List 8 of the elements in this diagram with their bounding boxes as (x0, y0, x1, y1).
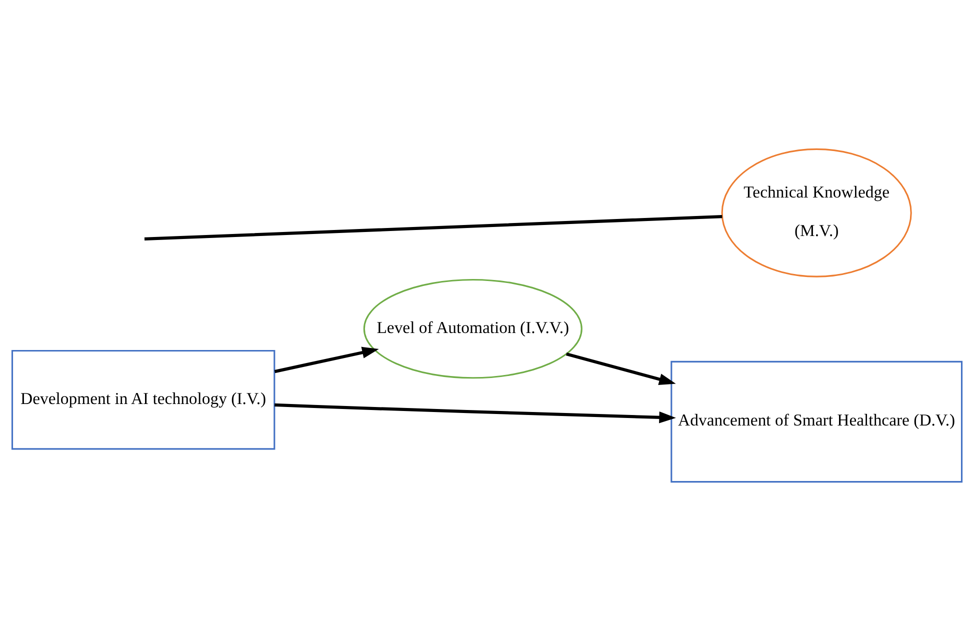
node-ellipse: Technical Knowledge (M.V.) (721, 148, 912, 277)
node-box: Development in AI technology (I.V.) (11, 349, 276, 450)
node-ellipse: Level of Automation (I.V.V.) (363, 278, 582, 378)
node-box: Advancement of Smart Healthcare (D.V.) (670, 360, 963, 482)
connector (144, 214, 722, 240)
arrow (566, 352, 676, 385)
arrow (274, 346, 379, 373)
arrow (274, 402, 676, 423)
